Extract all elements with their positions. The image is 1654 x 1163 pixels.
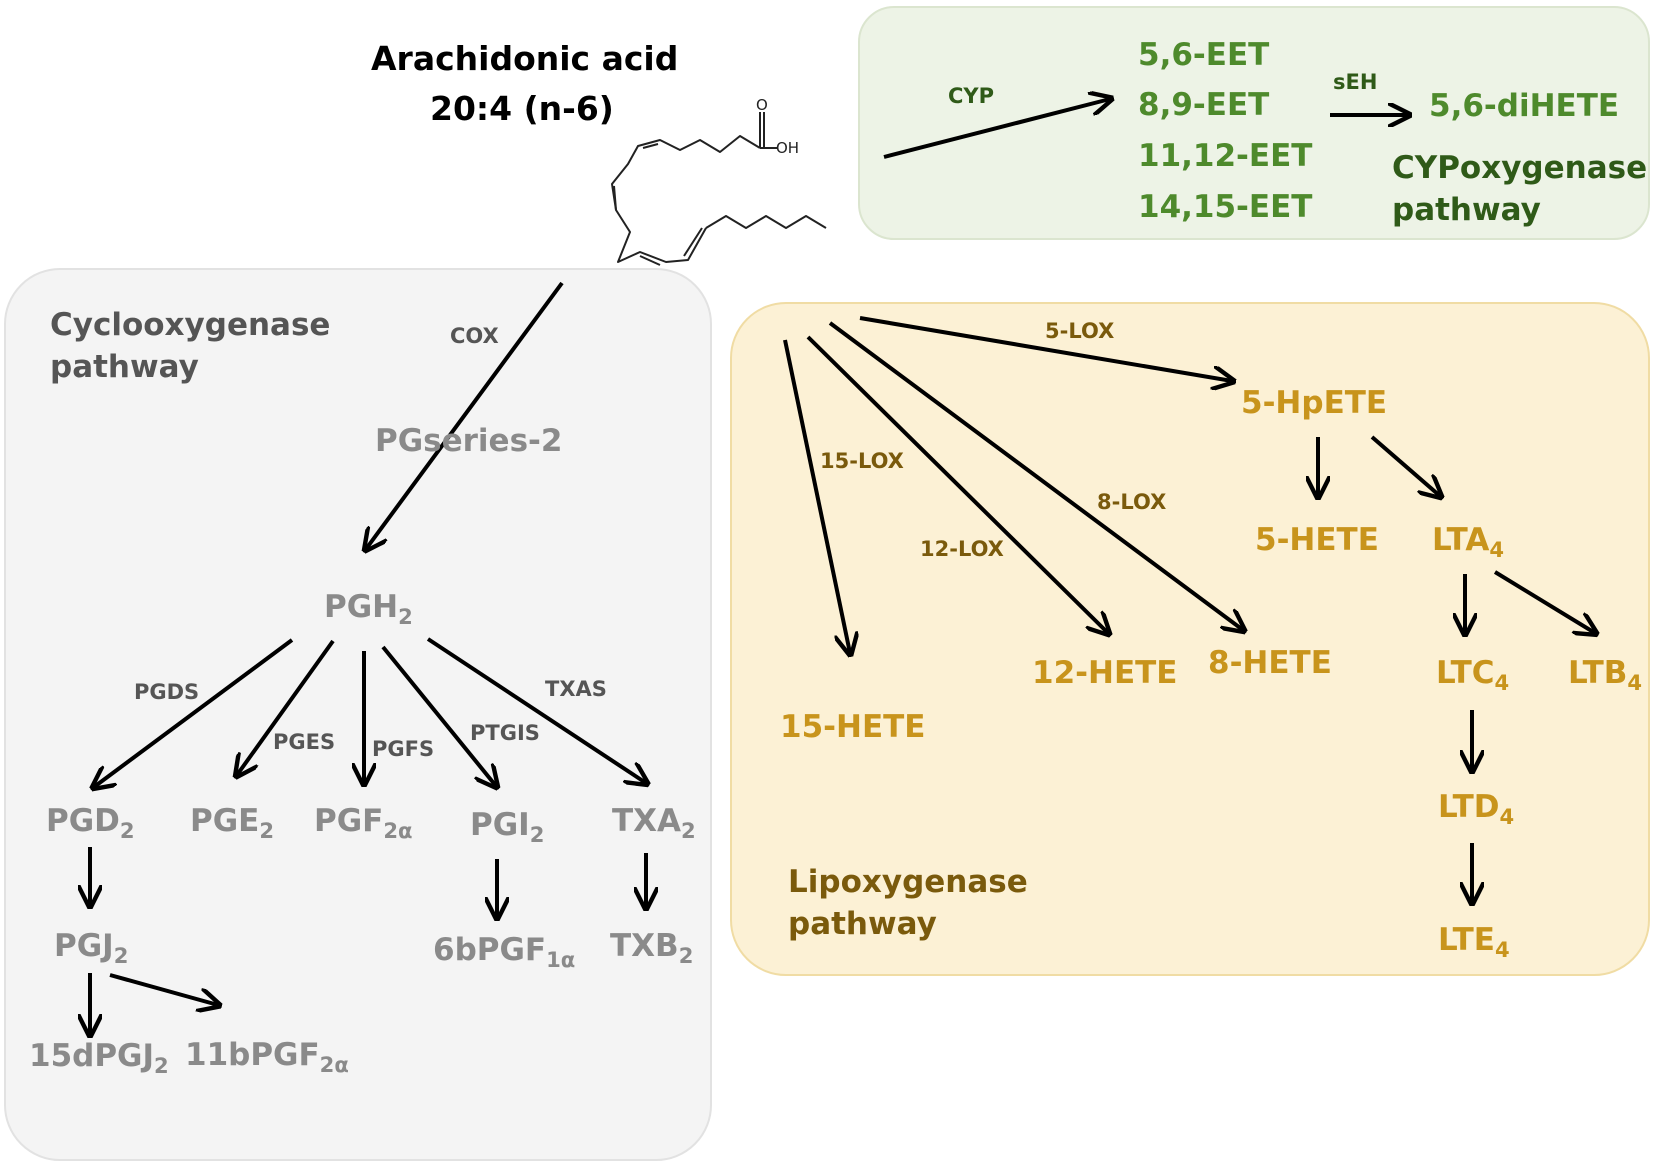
arachidonic-acid-structure <box>611 112 827 266</box>
arrow-txas <box>426 637 646 783</box>
lipoxygenase-panel <box>730 302 1650 976</box>
enzyme-5-lox: 5-LOX <box>1045 319 1115 343</box>
txb2: TXB2 <box>610 928 694 968</box>
arrow-cox <box>366 281 564 549</box>
enzyme-15-lox: 15-LOX <box>820 449 904 473</box>
arrow-12lox <box>806 335 1108 633</box>
enzyme-ptgis: PTGIS <box>470 721 540 745</box>
arrow-pges <box>237 639 335 775</box>
ltb4: LTB4 <box>1568 655 1643 695</box>
pgh2: PGH2 <box>324 589 413 629</box>
enzyme-pges: PGES <box>273 730 336 754</box>
arrow-pgds <box>94 638 294 787</box>
5-hete: 5-HETE <box>1255 522 1379 558</box>
5-hpete: 5-HpETE <box>1241 385 1388 421</box>
enzyme-cyp: CYP <box>948 84 995 108</box>
pgd2: PGD2 <box>46 803 135 843</box>
enzyme-txas: TXAS <box>545 677 607 701</box>
11bpgf2a: 11bPGF2α <box>185 1037 349 1077</box>
pgf2a: PGF2α <box>314 803 413 843</box>
cypoxygenase-panel <box>858 6 1650 240</box>
arrow-15lox <box>783 339 850 653</box>
enzyme-12-lox: 12-LOX <box>920 537 1004 561</box>
ltd4: LTD4 <box>1438 789 1515 829</box>
pge2: PGE2 <box>190 803 275 843</box>
cyclooxygenase-panel <box>4 268 712 1161</box>
enzyme-seh: sEH <box>1333 70 1378 94</box>
15dpgj2: 15dPGJ2 <box>29 1038 169 1078</box>
pgj2: PGJ2 <box>54 928 129 968</box>
product-5-6-eet: 5,6-EET <box>1138 37 1270 73</box>
arrow-8lox <box>828 321 1243 630</box>
arrow-ptgis <box>381 645 496 786</box>
arrow-hpete-lta <box>1370 435 1440 496</box>
arrow-pgj-11bpgf <box>109 973 218 1005</box>
lte4: LTE4 <box>1438 922 1510 962</box>
enzyme-8-lox: 8-LOX <box>1097 490 1167 514</box>
ltc4: LTC4 <box>1436 655 1510 695</box>
6bpgf1a: 6bPGF1α <box>433 932 576 972</box>
product-5-6-dihete: 5,6-diHETE <box>1429 88 1620 124</box>
pgi2: PGI2 <box>470 807 545 847</box>
structure-o-label: O <box>756 96 768 114</box>
product-11-12-eet: 11,12-EET <box>1138 138 1313 174</box>
enzyme-pgfs: PGFS <box>372 737 435 761</box>
arrow-cyp <box>883 99 1110 159</box>
arrow-5lox <box>859 316 1232 381</box>
structure-oh-label: OH <box>776 139 799 157</box>
8-hete: 8-HETE <box>1208 645 1332 681</box>
enzyme-cox: COX <box>450 324 499 348</box>
lta4: LTA4 <box>1432 522 1505 562</box>
product-14-15-eet: 14,15-EET <box>1138 189 1313 225</box>
product-8-9-eet: 8,9-EET <box>1138 87 1270 123</box>
txa2: TXA2 <box>612 803 696 843</box>
compound-formula: 20:4 (n-6) <box>430 89 614 128</box>
pg-series-2: PGseries-2 <box>375 423 563 459</box>
15-hete: 15-HETE <box>780 709 926 745</box>
compound-name: Arachidonic acid <box>371 39 679 78</box>
arrow-lta-ltb <box>1493 570 1595 633</box>
12-hete: 12-HETE <box>1032 655 1178 691</box>
enzyme-pgds: PGDS <box>134 680 200 704</box>
